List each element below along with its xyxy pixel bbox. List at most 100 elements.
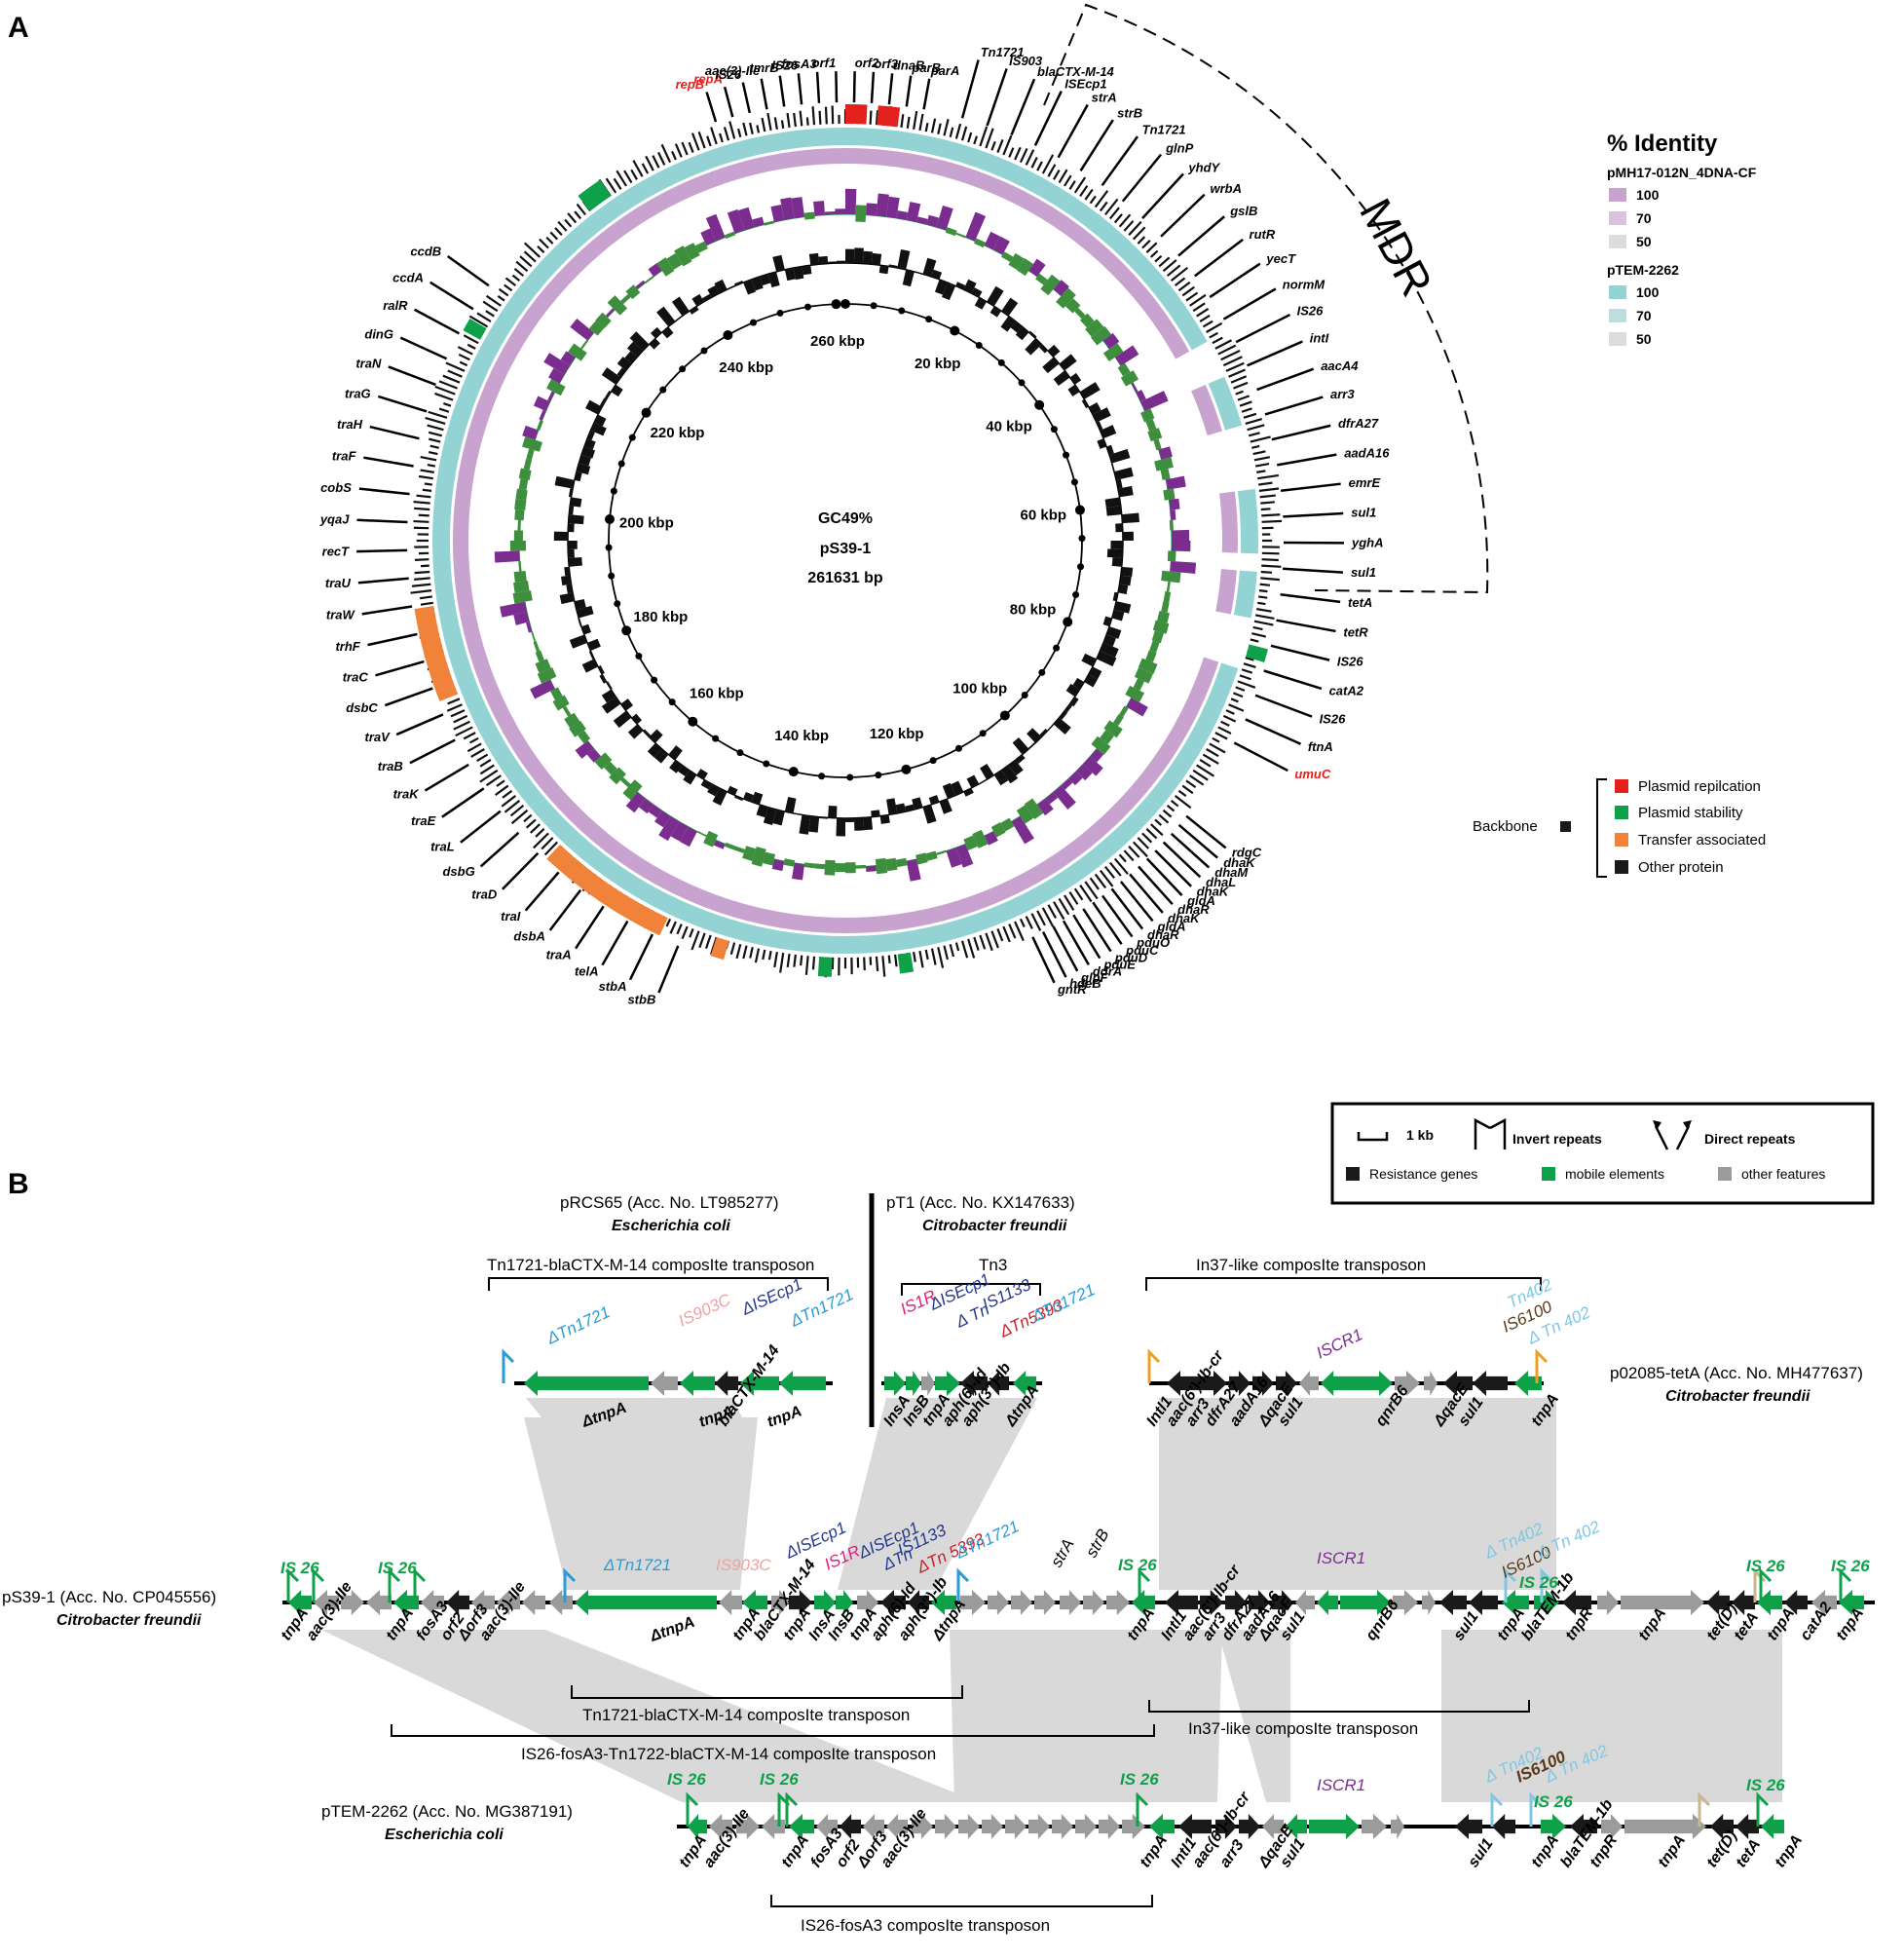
gc-skew-bar xyxy=(724,231,736,240)
gene-mark xyxy=(943,119,950,136)
gene-leader-line xyxy=(1277,453,1337,467)
gene-mark xyxy=(949,127,954,138)
gene-mark xyxy=(419,595,433,600)
gene-mark xyxy=(501,794,517,808)
gene-mark xyxy=(411,583,431,587)
repeat-marker xyxy=(956,1567,970,1602)
mid-feature-label: IS 26 xyxy=(1519,1573,1558,1592)
gene-label: traA xyxy=(546,947,572,961)
gene-label: cobS xyxy=(320,480,352,495)
identity-legend-title: % Identity xyxy=(1607,131,1718,157)
gc-skew-bar xyxy=(518,468,532,481)
gene-mark xyxy=(410,589,432,594)
gc-skew-bar xyxy=(578,730,591,744)
gc-skew-bar xyxy=(885,196,900,219)
kbp-tick-dot xyxy=(788,767,799,777)
kbp-tick-dot xyxy=(1050,426,1058,433)
kbp-tick-dot xyxy=(608,572,616,580)
gene-mark xyxy=(420,455,437,462)
gene-mark xyxy=(549,231,559,241)
gene-mark xyxy=(1181,285,1195,297)
bracket-tn3 xyxy=(901,1283,1041,1296)
gc-skew-bar xyxy=(513,571,527,583)
gc-skew-bar xyxy=(648,263,662,277)
gene-mark xyxy=(494,784,509,796)
gene-mark xyxy=(459,360,468,367)
legend-resistance: Resistance genes xyxy=(1369,1166,1477,1182)
gene-mark xyxy=(996,928,1004,942)
bracket-tn1721-top xyxy=(488,1277,829,1291)
gc-skew-bar xyxy=(1056,287,1076,309)
gc-content-bar xyxy=(1097,438,1107,449)
gene-arrow xyxy=(814,1590,836,1615)
gc-content-bar xyxy=(733,280,744,286)
gc-skew-bar xyxy=(494,550,520,563)
gene-mark xyxy=(445,361,466,372)
gene-mark xyxy=(1259,494,1276,499)
gc-content-bar xyxy=(1109,448,1131,464)
gene-label: dnaB xyxy=(893,57,925,72)
gene-mark xyxy=(1185,779,1197,789)
gene-label: repA xyxy=(693,71,723,86)
gene-mark xyxy=(954,942,960,952)
mid-feature-label: IS 26 xyxy=(280,1559,319,1577)
gene-label: telA xyxy=(575,964,599,979)
gene-arrow xyxy=(1395,1371,1420,1396)
repeat-marker xyxy=(1698,1791,1711,1827)
gc-skew-bar xyxy=(1091,325,1112,346)
gc-content-bar xyxy=(1096,651,1117,667)
gc-skew-bar xyxy=(1161,570,1181,584)
gene-leader-line xyxy=(905,75,913,107)
gene-mark xyxy=(1041,907,1055,927)
gene-mark xyxy=(414,577,430,581)
gene-mark xyxy=(420,469,434,473)
gc-content-bar xyxy=(601,367,621,385)
gc-content-bar xyxy=(553,531,569,541)
gene-label: sul1 xyxy=(1351,565,1376,580)
gene-mark xyxy=(742,945,748,960)
gene-arrow xyxy=(1286,1814,1307,1839)
backbone-arc xyxy=(710,937,729,961)
kbp-tick-dot xyxy=(898,307,906,315)
gene-mark xyxy=(420,601,433,606)
kbp-tick-dot xyxy=(750,319,758,326)
gene-mark xyxy=(1113,857,1129,875)
repeat-marker xyxy=(1138,1567,1151,1602)
gene-mark xyxy=(1079,885,1093,903)
gc-skew-bar xyxy=(780,197,795,220)
gene-label: traB xyxy=(378,759,403,773)
gene-mark xyxy=(645,155,654,171)
gene-mark xyxy=(737,128,742,138)
gene-mark xyxy=(630,169,638,180)
gene-arrow xyxy=(1229,1371,1251,1396)
gene-mark xyxy=(1068,180,1076,190)
gc-skew-bar xyxy=(522,436,542,452)
gc-content-bar xyxy=(1117,584,1129,595)
repeat-marker xyxy=(413,1567,427,1602)
kbp-tick-dot xyxy=(628,433,636,441)
gc-skew-bar xyxy=(512,590,533,604)
gc-skew-bar xyxy=(1119,705,1129,718)
gc-skew-bar xyxy=(855,864,867,869)
gc-skew-bar xyxy=(1170,509,1176,520)
gc-skew-bar xyxy=(1149,640,1160,653)
legend-swatch xyxy=(1609,285,1626,299)
bot-feature-label: IS 26 xyxy=(760,1770,799,1789)
gc-skew-bar xyxy=(751,847,766,867)
gc-content-bar xyxy=(1114,601,1132,614)
gene-mark xyxy=(523,242,541,258)
repeat-marker xyxy=(1540,1567,1553,1602)
gene-arrow xyxy=(935,1371,960,1396)
gene-mark xyxy=(811,106,816,126)
gene-mark xyxy=(1250,638,1259,643)
gc-skew-bar xyxy=(1075,764,1093,781)
gc-skew-bar xyxy=(530,679,555,699)
gc-content-bar xyxy=(1114,467,1134,480)
gc-content-bar xyxy=(1025,338,1042,356)
kbp-tick-dot xyxy=(776,309,784,317)
gc-content-bar xyxy=(1096,421,1103,431)
legend-swatch-other xyxy=(1718,1167,1732,1181)
gene-mark xyxy=(1252,625,1263,631)
gc-skew-bar xyxy=(564,712,580,729)
gene-mark xyxy=(1008,147,1015,158)
